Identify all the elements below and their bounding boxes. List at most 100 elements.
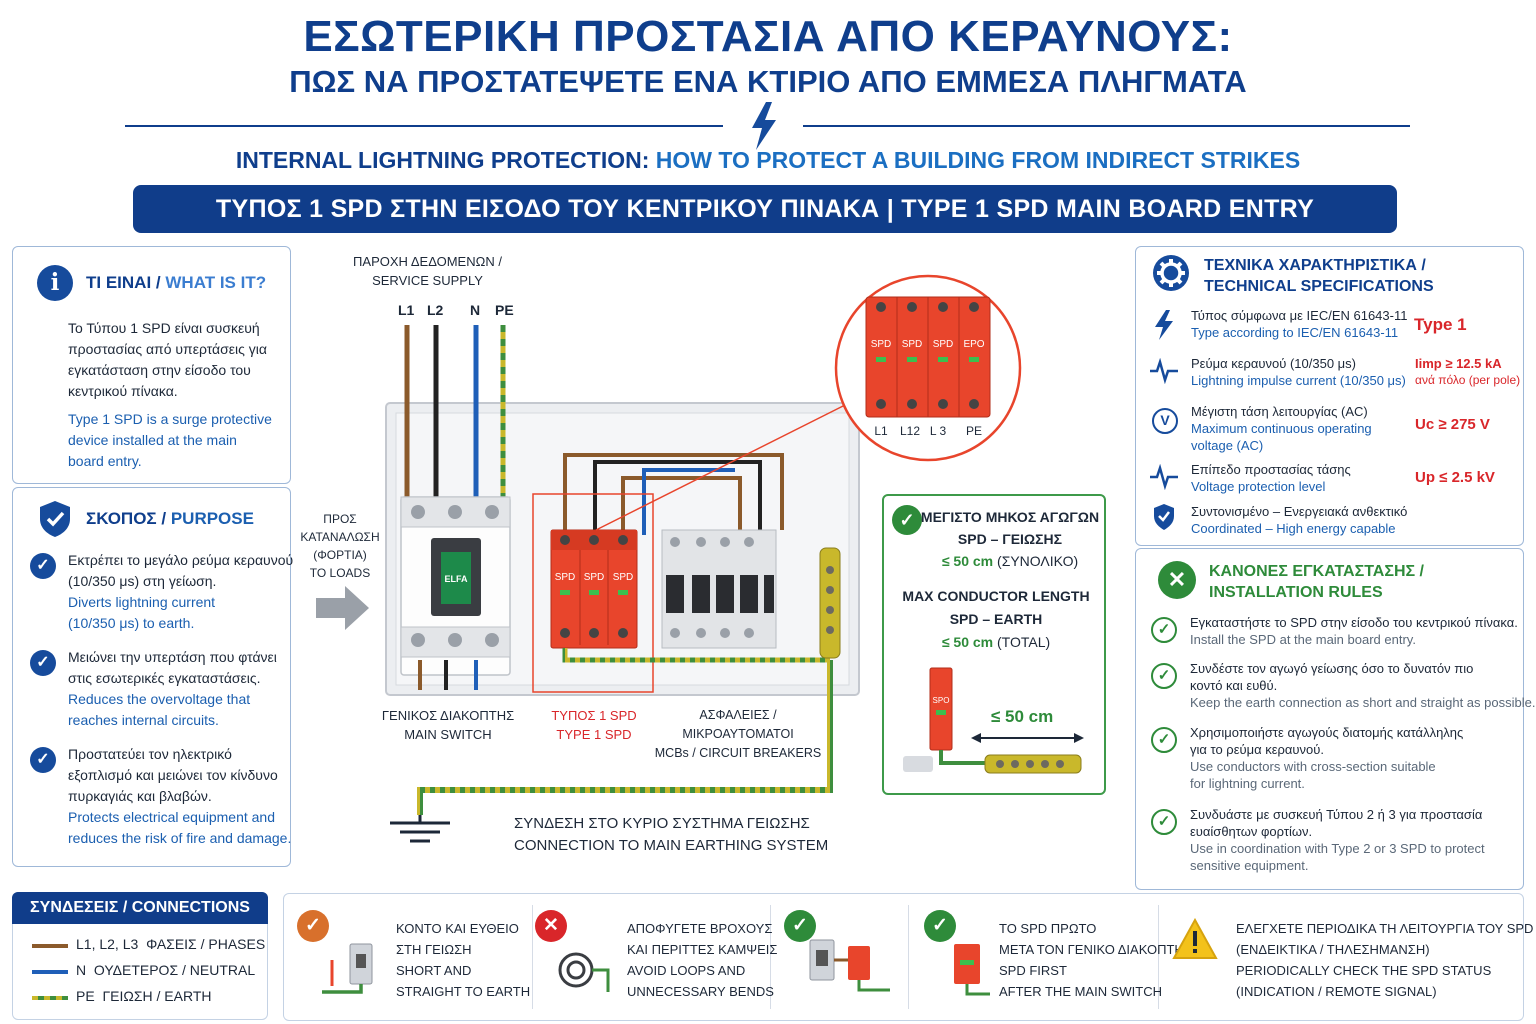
spd-module-text: SPD [555,572,576,583]
rule-item: Εγκαταστήστε το SPD στην είσοδο του κεντ… [1190,614,1518,648]
main-switch-brand: ELFA [444,574,468,584]
terminal-screw [589,535,599,545]
text-line: MAIN SWITCH [404,727,492,742]
text-line: SHORT AND [396,963,472,978]
supply-line-l2-label: L2 [427,302,444,318]
spec-value: Up ≤ 2.5 kV [1415,469,1495,486]
legend-code: PE [76,988,95,1004]
max-length-value: ≤ 50 cm [941,634,994,650]
spec-label-en: Voltage protection level [1191,479,1326,494]
text-line: CONNECTION TO MAIN EARTHING SYSTEM [514,837,829,854]
voltage-icon: V [1152,408,1178,434]
text-line: MCBs / CIRCUIT BREAKERS [654,746,822,760]
specs-card [1135,246,1524,546]
phase-bus-l2 [593,460,762,530]
text-line: ΑΣΦΑΛΕΙΕΣ / ΜΙΚΡΟΑΥΤΟΜΑΤΟΙ [682,708,794,741]
text-line: Use conductors with cross-section suitab… [1190,759,1436,774]
terminal-screw [618,535,628,545]
text-line: SPD – ΓΕΙΩΣΗΣ [957,531,1063,547]
spd-first-illustration [954,944,990,996]
terminal-screw [448,633,462,647]
terminal-screw [744,628,754,638]
terminal-screw [485,633,499,647]
zoom-terminal-label: L 3 [930,424,947,438]
text-line: ευαίσθητων φορτίων. [1190,824,1313,839]
title-english-part2: HOW TO PROTECT A BUILDING FROM INDIRECT … [655,147,1301,173]
terminal-screw [670,628,680,638]
max-length-unit: (TOTAL) [997,634,1051,650]
text-line: στις εσωτερικές εγκαταστάσεις. [68,670,261,686]
lightning-icon [752,102,776,150]
text-line: INSTALLATION RULES [1209,584,1383,601]
spec-label-en: Lightning impulse current (10/350 μs) [1191,373,1406,388]
specs-title: ΤΕΧΝΙΚΑ ΧΑΡΑΚΤΗΡΙΣΤΙΚΑ / TECHNICAL SPECI… [1204,255,1434,297]
terminal-screw [560,535,570,545]
title-english: INTERNAL LIGHTNING PROTECTION: HOW TO PR… [0,147,1536,174]
text-line: (ΕΝΔΕΙΚΤΙΚΑ / ΤΗΛΕΣΗΜΑΝΣΗ) [1236,942,1430,957]
text-line: ΚΑΙ ΠΕΡΙΤΤΕΣ ΚΑΜΨΕΙΣ [627,942,778,957]
text-line: Reduces the overvoltage that [68,691,251,707]
spec-row: Συντονισμένο – Ενεργειακά ανθεκτικό Coor… [1191,503,1407,537]
error-icon: ✕ [535,910,567,942]
purpose-card [12,487,291,867]
page-title: ΕΣΩΤΕΡΙΚΗ ΠΡΟΣΤΑΣΙΑ ΑΠΟ ΚΕΡΑΥΝΟΥΣ: [303,12,1233,61]
text-line: ΚΟΝΤΟ ΚΑΙ ΕΥΘΕΙΟ [396,921,519,936]
terminal-screw [744,537,754,547]
legend-code: N [76,962,87,978]
what-is-it-title-gr: ΤΙ ΕΙΝΑΙ [86,273,152,292]
to-loads-label: ΠΡΟΣ ΚΑΤΑΝΑΛΩΣΗ (ΦΟΡΤΙΑ) TO LOADS [298,510,382,582]
spec-label-gr: Ρεύμα κεραυνού (10/350 μs) [1191,356,1356,371]
terminal-screw [411,505,425,519]
spec-label-en: Coordinated – High energy capable [1191,521,1396,536]
service-supply-label: ΠΑΡΟΧΗ ΔΕΔΟΜΕΝΩΝ / SERVICE SUPPLY [340,252,515,290]
text-line: (ΦΟΡΤΙΑ) [313,548,367,562]
text-line: για το ρεύμα κεραυνού. [1190,742,1324,757]
text-line: Το Τύπου 1 SPD είναι συσκευή [68,320,260,336]
text-line: ΠΑΡΟΧΗ ΔΕΔΟΜΕΝΩΝ / [353,254,502,269]
check-icon: ✓ [1151,809,1177,835]
spd-indicator [589,590,599,595]
zoom-module-text: SPD [933,339,954,350]
spec-value-note: ανά πόλο (per pole) [1415,373,1521,387]
terminal-screw [411,633,425,647]
spec-row: Μέγιστη τάση λειτουργίας (AC) Maximum co… [1191,403,1372,454]
legend-label: ΓΕΙΩΣΗ / EARTH [102,988,212,1004]
terminal-screw [670,537,680,547]
max-length-gr: ΜΕΓΙΣΤΟ ΜΗΚΟΣ ΑΓΩΓΩΝ SPD – ΓΕΙΩΣΗΣ ≤ 50 … [920,506,1100,572]
purpose-title-sep: / [161,509,167,528]
text-line: κεντρικού πίνακα. [68,383,178,399]
terminal-screw [696,628,706,638]
check-icon: ✓ [1151,663,1177,689]
title-divider-right [803,125,1410,127]
text-line: προστασίας από υπερτάσεις για [68,341,267,357]
text-line: for lightning current. [1190,776,1305,791]
legend-item-phases: L1, L2, L3 ΦΑΣΕΙΣ / PHASES [76,936,265,952]
what-is-it-title-en: WHAT IS IT? [165,273,267,292]
main-switch-label: ΓΕΝΙΚΟΣ ΔΙΑΚΟΠΤΗΣ MAIN SWITCH [378,706,518,744]
pulse-icon [1150,358,1178,384]
text-line: ΠΡΟΣ [323,512,357,526]
text-line: Εγκαταστήστε το SPD στην είσοδο του κεντ… [1190,615,1518,630]
supply-line-n-label: N [470,302,481,318]
text-line: AFTER THE MAIN SWITCH [999,984,1162,999]
legend-label: ΦΑΣΕΙΣ / PHASES [146,936,266,952]
max-length-card [882,494,1106,795]
text-line: MAX CONDUCTOR LENGTH [902,588,1090,604]
zoom-terminal-label: PE [966,424,982,438]
text-line: ΑΠΟΦΥΓΕΤΕ ΒΡΟΧΟΥΣ [627,921,773,936]
max-length-value: ≤ 50 cm [941,553,994,569]
legend-code: L1, L2, L3 [76,936,139,952]
text-line: ΜΕΤΑ ΤΟΝ ΓΕΝΙΚΟ ΔΙΑΚΟΠΤΗ [999,942,1184,957]
text-line: board entry. [68,453,142,469]
spec-value: Iimp ≥ 12.5 kA [1415,356,1502,371]
earth-bar [819,547,841,659]
text-line: TECHNICAL SPECIFICATIONS [1204,278,1434,295]
warning-icon [1172,918,1218,959]
check-icon: ✓ [892,505,922,535]
tips-strip [283,893,1524,1021]
tip-divider [770,905,771,1009]
text-line: κοντό και ευθύ. [1190,678,1278,693]
title-divider-left [125,125,723,127]
text-line: (INDICATION / REMOTE SIGNAL) [1236,984,1437,999]
zoom-module-text: ΕΡΟ [963,339,984,350]
